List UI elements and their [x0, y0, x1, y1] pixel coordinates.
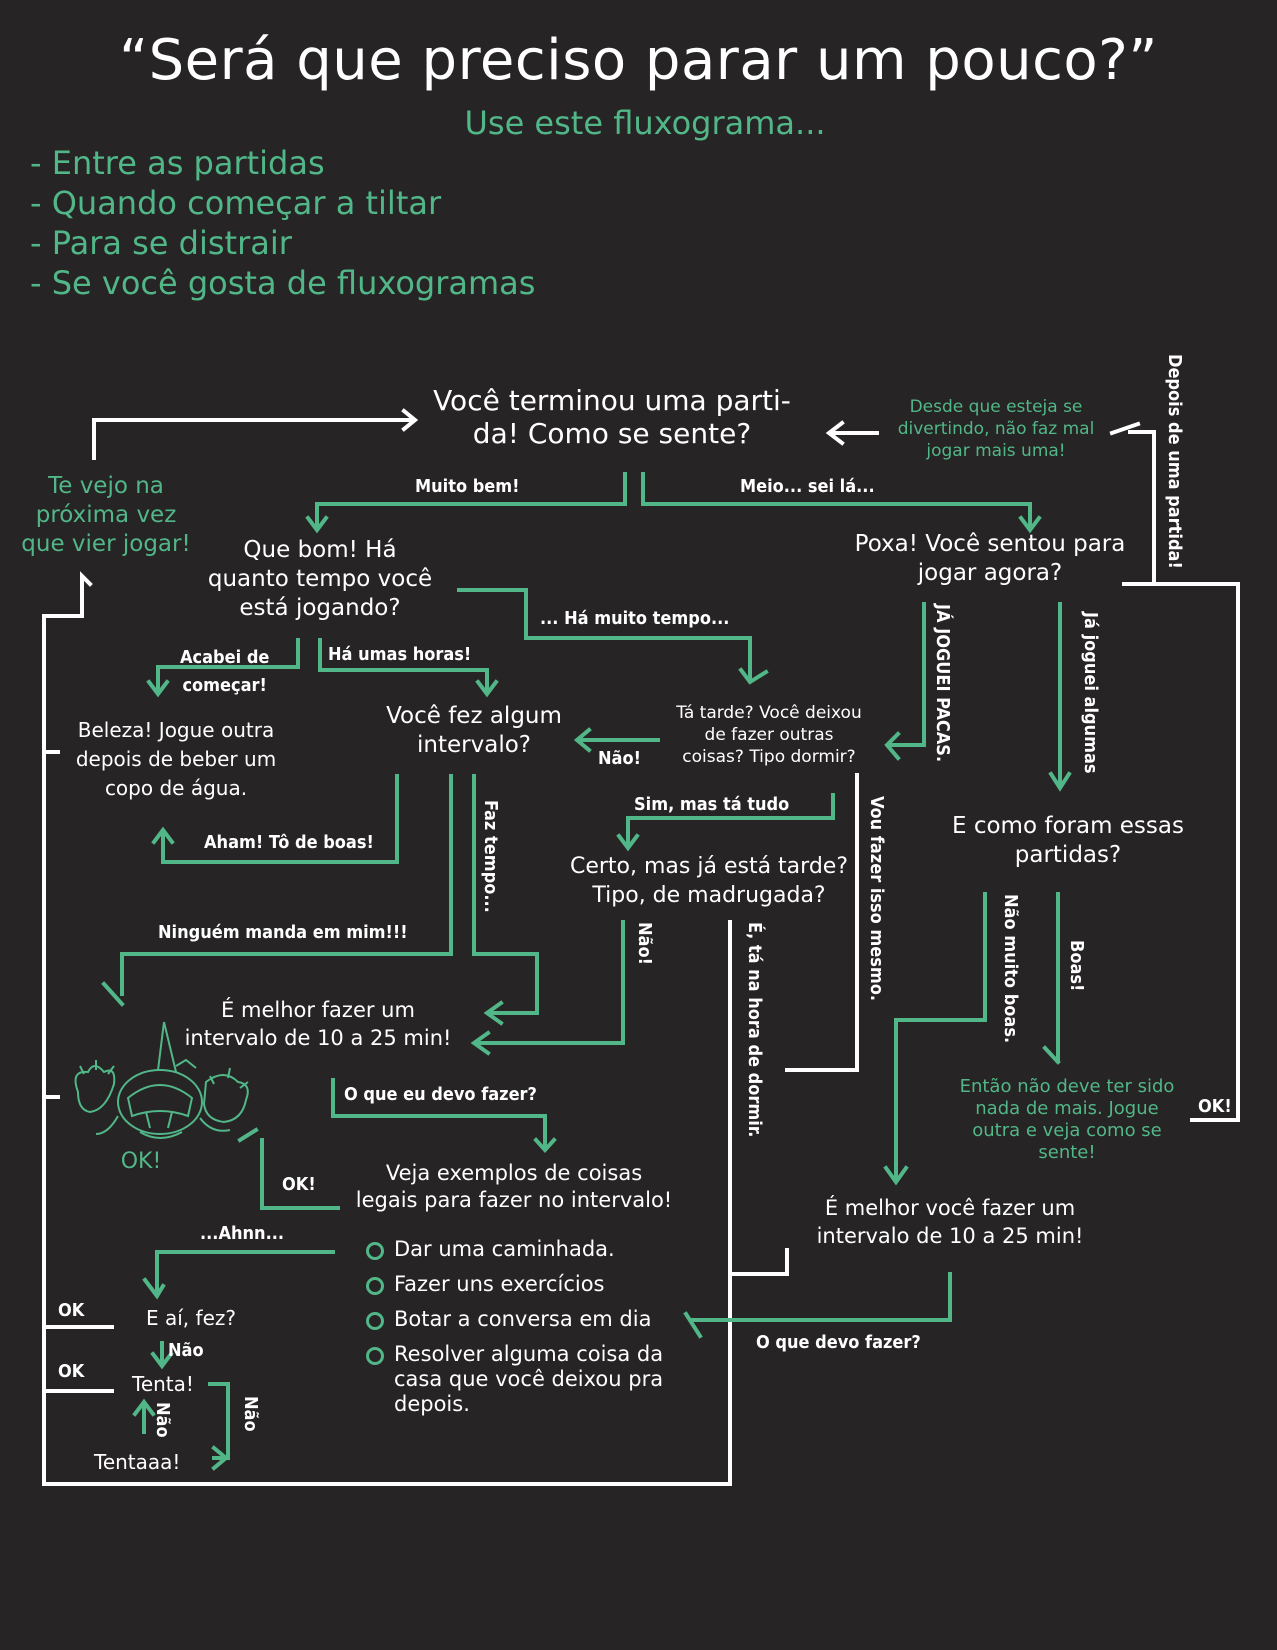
label-ok-1: OK	[58, 1300, 85, 1321]
usage-item: - Quando começar a tiltar	[30, 184, 442, 222]
node-see-you: Te vejo na próxima vez que vier jogar!	[21, 473, 191, 557]
idea-item: Dar uma caminhada.	[364, 1237, 694, 1262]
node-como-foram: E como foram essas partidas?	[952, 813, 1184, 868]
idea-item: Fazer uns exercícios	[364, 1272, 694, 1297]
label-ok-2: OK	[58, 1361, 85, 1382]
label-nao-muito: Não muito boas.	[1000, 894, 1021, 1044]
label-o-que-devo: O que eu devo fazer?	[344, 1084, 537, 1105]
node-tentaaa: Tentaaa!	[94, 1450, 181, 1474]
node-veja: Veja exemplos de coisas legais para faze…	[355, 1161, 673, 1212]
label-faz-tempo: Faz tempo...	[480, 800, 501, 913]
circle-bullet-icon	[366, 1242, 384, 1260]
label-ahnn: ...Ahnn...	[200, 1223, 285, 1244]
label-sim-mas: Sim, mas tá tudo	[634, 794, 790, 815]
label-nao-eai: Não	[168, 1340, 204, 1361]
node-que-bom: Que bom! Há quanto tempo você está jogan…	[207, 537, 433, 621]
node-intervalo: Você fez algum intervalo?	[386, 703, 562, 758]
label-ok-right: OK!	[1198, 1096, 1232, 1117]
node-start: Você terminou uma parti- da! Como se sen…	[433, 384, 791, 450]
node-tarde: Tá tarde? Você deixou de fazer outras co…	[676, 703, 862, 767]
label-ninguem: Ninguém manda em mim!!!	[158, 922, 408, 943]
label-ha-muito: ... Há muito tempo...	[540, 608, 730, 629]
usage-item: - Se você gosta de fluxogramas	[30, 264, 536, 302]
label-ja-joguei-pacas: JÁ JOGUEI PACAS.	[932, 604, 953, 763]
node-certo: Certo, mas já está tarde? Tipo, de madru…	[569, 854, 848, 908]
node-desde: Desde que esteja se divertindo, não faz …	[897, 397, 1095, 461]
idea-item: Resolver alguma coisa da casa que você d…	[364, 1342, 694, 1417]
ideas-list: Dar uma caminhada. Fazer uns exercícios …	[364, 1237, 694, 1427]
label-meio: Meio... sei lá...	[740, 476, 875, 497]
node-beleza: Beleza! Jogue outra depois de beber um c…	[75, 718, 277, 800]
label-ok-veja: OK!	[282, 1174, 316, 1195]
label-vou-fazer: Vou fazer isso mesmo.	[866, 796, 887, 1002]
circle-bullet-icon	[366, 1312, 384, 1330]
label-ta-na-hora: É, tá na hora de dormir.	[744, 922, 765, 1138]
green-connectors	[101, 472, 1072, 1471]
node-ok-mascot: OK!	[120, 1149, 162, 1174]
mascot-icon	[74, 1021, 249, 1139]
node-poxa: Poxa! Você sentou para jogar agora?	[854, 531, 1126, 586]
usage-item: - Entre as partidas	[30, 144, 325, 182]
circle-bullet-icon	[366, 1277, 384, 1295]
node-melhor-2: É melhor você fazer um intervalo de 10 a…	[816, 1196, 1084, 1248]
label-ja-joguei-algumas: Já joguei algumas	[1080, 612, 1101, 774]
label-muito-bem: Muito bem!	[415, 476, 520, 497]
circle-bullet-icon	[366, 1347, 384, 1365]
label-nao-tenta: Não	[152, 1402, 173, 1438]
node-melhor-1: É melhor fazer um intervalo de 10 a 25 m…	[184, 998, 452, 1050]
usage-list: - Entre as partidas - Quando começar a t…	[30, 143, 535, 303]
label-o-que-devo-2: O que devo fazer?	[756, 1332, 921, 1353]
node-entao: Então não deve ter sido nada de mais. Jo…	[959, 1076, 1175, 1163]
page-title: “Será que preciso parar um pouco?”	[119, 28, 1158, 93]
node-e-ai: E aí, fez?	[146, 1306, 236, 1330]
white-connectors	[42, 408, 1240, 1486]
node-tenta: Tenta!	[132, 1372, 194, 1396]
label-nao-tentaaa: Não	[240, 1396, 261, 1432]
label-aham: Aham! Tô de boas!	[204, 832, 374, 853]
label-nao-2: Não!	[634, 922, 655, 965]
page-subtitle: Use este fluxograma...	[464, 104, 826, 142]
label-acabei: Acabei de começar!	[180, 647, 270, 696]
label-depois: Depois de uma partida!	[1164, 354, 1185, 569]
idea-item: Botar a conversa em dia	[364, 1307, 694, 1332]
label-ha-umas: Há umas horas!	[328, 644, 472, 665]
label-nao-1: Não!	[598, 748, 641, 769]
label-boas: Boas!	[1066, 940, 1087, 992]
usage-item: - Para se distrair	[30, 224, 292, 262]
